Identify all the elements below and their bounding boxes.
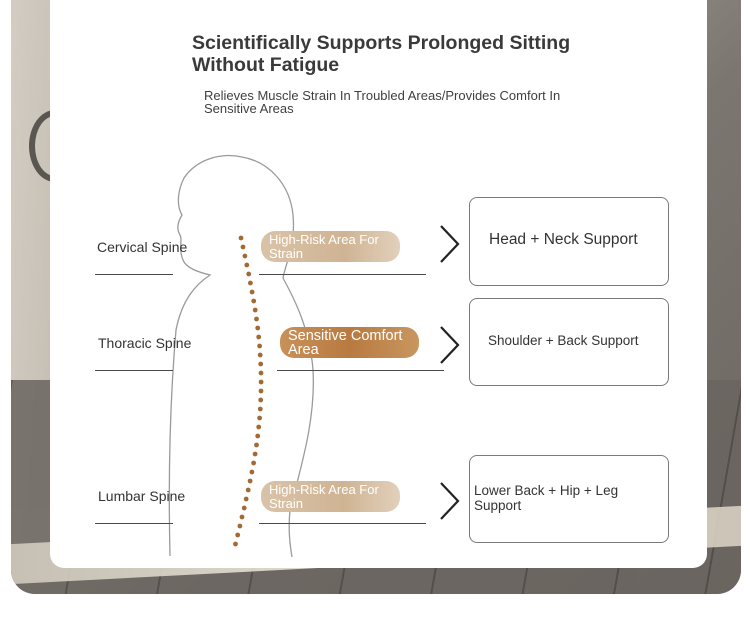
spine-dot — [233, 541, 238, 547]
spine-dot — [258, 379, 264, 385]
risk-tag: High-Risk Area For Strain — [261, 481, 400, 512]
thoracic-spine-label: Thoracic Spine — [98, 335, 192, 351]
spine-dot — [255, 433, 261, 439]
spine-dot — [258, 370, 264, 376]
spine-dot — [257, 352, 263, 358]
label-underline — [95, 274, 173, 275]
spine-dot — [258, 388, 264, 394]
risk-tag: High-Risk Area For Strain — [261, 231, 400, 262]
spine-dot — [258, 361, 264, 367]
spine-dot — [241, 505, 247, 511]
spine-dot — [252, 307, 258, 313]
spine-dot — [249, 289, 255, 295]
support-label: Shoulder + Back Support — [488, 333, 639, 348]
spine-dot — [256, 424, 262, 430]
label-underline — [95, 370, 173, 371]
chevron-right-icon — [440, 326, 460, 364]
spine-dot — [257, 343, 262, 349]
spine-dot — [254, 316, 259, 322]
spine-dot — [240, 244, 246, 250]
comfort-tag: Sensitive Comfort Area — [280, 327, 419, 358]
chevron-right-icon — [440, 225, 460, 263]
spine-dot — [238, 235, 244, 241]
spine-dot — [245, 487, 251, 493]
page-subtitle: Relieves Muscle Strain In Troubled Areas… — [204, 88, 561, 116]
spine-dot — [258, 397, 264, 403]
spine-dot — [251, 298, 257, 304]
spine-dot — [255, 325, 261, 331]
spine-dot — [237, 523, 243, 529]
support-label: Head + Neck Support — [489, 231, 638, 248]
spine-dot — [248, 280, 253, 286]
spine-dot — [242, 253, 248, 259]
tag-underline — [277, 370, 444, 371]
spine-dot — [247, 478, 253, 484]
spine-dot — [246, 271, 252, 277]
spine-dot — [256, 334, 262, 340]
spine-dot — [254, 442, 259, 448]
chevron-right-icon — [440, 482, 460, 520]
cervical-spine-label: Cervical Spine — [97, 239, 188, 255]
support-box: Shoulder + Back Support — [469, 298, 669, 386]
spine-dot — [244, 262, 250, 268]
page-title: Scientifically Supports Prolonged Sittin… — [192, 32, 571, 76]
spine-dot — [251, 460, 256, 466]
spine-dot — [239, 514, 245, 520]
spine-dot — [257, 415, 262, 421]
spine-dots — [233, 235, 264, 547]
support-box: Lower Back + Hip + Leg Support — [469, 455, 669, 543]
support-label: Lower Back + Hip + Leg Support — [474, 483, 619, 513]
label-underline — [95, 523, 173, 524]
spine-dot — [249, 469, 255, 475]
support-box: Head + Neck Support — [469, 197, 669, 286]
tag-underline — [259, 523, 426, 524]
spine-dot — [235, 532, 241, 538]
spine-dot — [252, 451, 258, 457]
spine-dot — [243, 496, 249, 502]
lumbar-spine-label: Lumbar Spine — [98, 488, 186, 504]
tag-underline — [259, 274, 426, 275]
spine-dot — [257, 406, 263, 412]
